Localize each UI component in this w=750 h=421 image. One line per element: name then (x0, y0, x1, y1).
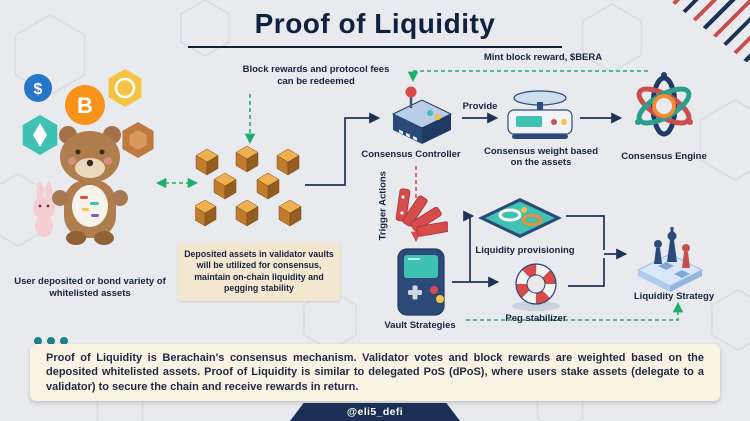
consensus-engine-label: Consensus Engine (621, 151, 707, 162)
bunny-icon (33, 182, 55, 237)
consensus-engine-icon (622, 56, 706, 157)
bear-assets-illustration: $ B (14, 58, 179, 281)
usdc-coin-icon: $ (24, 74, 52, 102)
consensus-controller-label: Consensus Controller (361, 149, 461, 160)
peg-stabilizer-label: Peg stabilizer (505, 313, 567, 324)
honey-coin-icon (122, 122, 154, 158)
title-underline (188, 46, 562, 48)
vault-note-box: Deposited assets in validator vaults wil… (178, 243, 340, 301)
redeem-note: Block rewards and protocol fees can be r… (242, 64, 390, 87)
bitcoin-coin-icon: B (65, 85, 105, 125)
consensus-weight-label: Consensus weight based on the assets (483, 146, 599, 169)
dot-icon (34, 337, 42, 345)
vault-cubes-icon (193, 143, 315, 240)
dominoes-icon (388, 175, 450, 246)
liquidity-provisioning-label: Liquidity provisioning (475, 245, 575, 256)
liquidity-strategy-label: Liquidity Strategy (633, 291, 715, 302)
liquidity-strategy-icon (628, 222, 712, 299)
svg-text:$: $ (34, 81, 43, 98)
provide-label: Provide (462, 101, 498, 112)
user-assets-caption: User deposited or bond variety of whitel… (14, 276, 166, 299)
dot-icon (60, 337, 68, 345)
liquidity-provisioning-icon (472, 190, 568, 251)
ethereum-coin-icon (22, 115, 58, 155)
consensus-controller-icon (383, 84, 461, 151)
bear-icon (52, 126, 128, 245)
peg-stabilizer-icon (502, 260, 570, 319)
page-title: Proof of Liquidity (254, 8, 496, 39)
gold-coin-icon (108, 69, 142, 107)
dot-icon (47, 337, 55, 345)
dots-decoration (34, 332, 73, 350)
trigger-actions-label: Trigger Actions (377, 171, 389, 241)
summary-box: Proof of Liquidity is Berachain's consen… (30, 344, 720, 401)
credit-handle-ribbon: @eli5_defi (290, 403, 460, 421)
svg-text:B: B (77, 93, 93, 118)
vault-strategies-label: Vault Strategies (384, 320, 456, 331)
scale-icon (498, 84, 582, 149)
mint-note: Mint block reward, $BERA (483, 52, 603, 63)
vault-strategies-icon (390, 246, 452, 323)
summary-text: Proof of Liquidity is Berachain's consen… (46, 351, 704, 393)
